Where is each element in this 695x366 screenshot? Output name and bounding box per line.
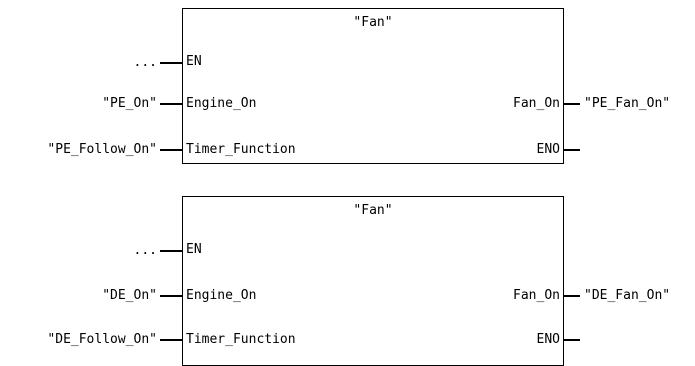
input-operand-engine-on[interactable]: "PE_On" bbox=[102, 96, 157, 111]
wire-timer-function bbox=[160, 339, 182, 341]
wire-eno bbox=[564, 149, 580, 151]
block-title: "Fan" bbox=[353, 15, 393, 30]
pin-eno: ENO bbox=[536, 142, 560, 157]
wire-engine-on bbox=[160, 103, 182, 105]
wire-en bbox=[160, 250, 182, 252]
wire-fan-on bbox=[564, 103, 580, 105]
pin-en: EN bbox=[186, 54, 202, 69]
pin-eno: ENO bbox=[536, 332, 560, 347]
pin-timer-function: Timer_Function bbox=[186, 332, 296, 347]
input-operand-en[interactable]: ... bbox=[133, 55, 157, 70]
input-operand-timer-function[interactable]: "PE_Follow_On" bbox=[47, 142, 157, 157]
output-operand-fan-on[interactable]: "DE_Fan_On" bbox=[584, 288, 671, 303]
pin-fan-on: Fan_On bbox=[513, 96, 560, 111]
input-operand-en[interactable]: ... bbox=[133, 243, 157, 258]
wire-engine-on bbox=[160, 295, 182, 297]
input-operand-timer-function[interactable]: "DE_Follow_On" bbox=[47, 332, 157, 347]
wire-eno bbox=[564, 339, 580, 341]
pin-en: EN bbox=[186, 242, 202, 257]
pin-fan-on: Fan_On bbox=[513, 288, 560, 303]
fan-function-block-2[interactable]: "Fan" EN Engine_On Timer_Function Fan_On… bbox=[182, 196, 564, 366]
block-title: "Fan" bbox=[353, 203, 393, 218]
pin-engine-on: Engine_On bbox=[186, 288, 257, 303]
pin-engine-on: Engine_On bbox=[186, 96, 257, 111]
wire-en bbox=[160, 62, 182, 64]
pin-timer-function: Timer_Function bbox=[186, 142, 296, 157]
input-operand-engine-on[interactable]: "DE_On" bbox=[102, 288, 157, 303]
fan-function-block-1[interactable]: "Fan" EN Engine_On Timer_Function Fan_On… bbox=[182, 8, 564, 164]
output-operand-fan-on[interactable]: "PE_Fan_On" bbox=[584, 96, 671, 111]
wire-timer-function bbox=[160, 149, 182, 151]
wire-fan-on bbox=[564, 295, 580, 297]
